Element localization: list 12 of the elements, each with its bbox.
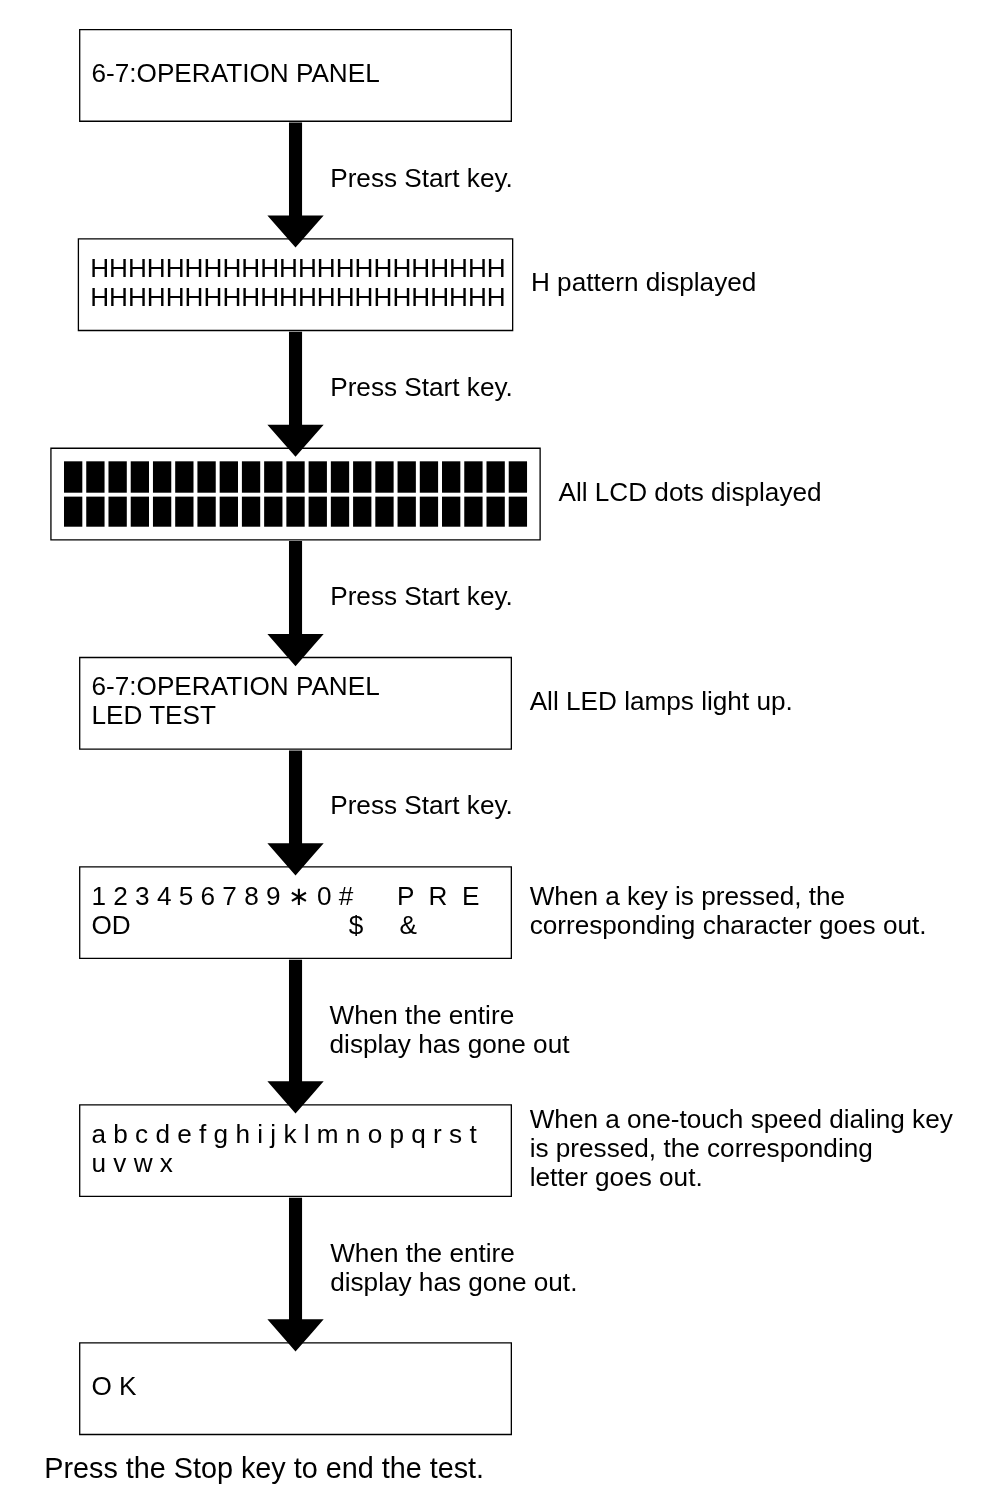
edge-label: When the entire display has gone out. [329, 1237, 577, 1297]
edge-label: When the entire display has gone out [329, 999, 569, 1059]
node-label: All LCD dots displayed [557, 476, 822, 507]
edge-label: Press Start key. [329, 790, 513, 821]
edge-label: Press Start key. [329, 162, 513, 193]
node-label: H pattern displayed [530, 267, 756, 298]
caption: Press the Stop key to end the test. [43, 1452, 484, 1485]
node-label: All LED lamps light up. [529, 685, 793, 716]
node-label: When a one-touch speed dialing key is pressed, the corresponding letter goes out. [529, 1104, 953, 1192]
edge-label: Press Start key. [329, 371, 513, 402]
edge-label: Press Start key. [329, 581, 513, 612]
node-label: When a key is pressed, the corresponding character goes out. [529, 880, 927, 940]
